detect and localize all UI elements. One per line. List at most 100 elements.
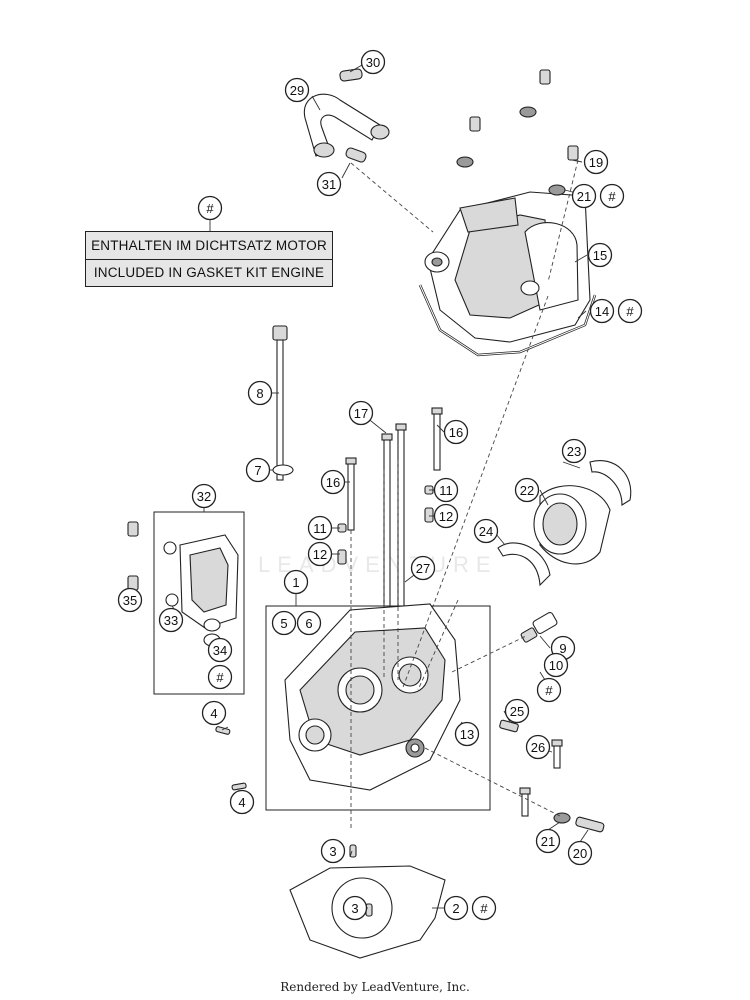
callout-label: 2 <box>452 901 459 916</box>
callout-c16a: 16 <box>320 469 346 495</box>
callout-c1: 1 <box>283 569 309 595</box>
callout-c11b: 11 <box>433 477 459 503</box>
callout-label: 1 <box>292 575 299 590</box>
callout-label: 5 <box>280 616 287 631</box>
callout-label: 31 <box>322 177 336 192</box>
intake-manifold <box>497 460 632 587</box>
callout-label: 6 <box>305 616 312 631</box>
callout-label: 4 <box>238 795 245 810</box>
callout-c26: 26 <box>525 734 551 760</box>
callout-c12b: 12 <box>433 503 459 529</box>
callout-label: 11 <box>439 483 453 498</box>
callout-c11a: 11 <box>307 515 333 541</box>
callout-label: 16 <box>326 475 340 490</box>
callout-hash-c2h: # <box>471 895 497 921</box>
callout-label: 12 <box>439 509 453 524</box>
gasket-kit-note: ENTHALTEN IM DICHTSATZ MOTOR INCLUDED IN… <box>85 231 333 287</box>
callout-c3b: 3 <box>342 895 368 921</box>
callout-c34: 34 <box>207 637 233 663</box>
callout-label: # <box>608 189 616 204</box>
callout-hash-c21ah: # <box>599 183 625 209</box>
callout-hash-c14h: # <box>617 298 643 324</box>
callout-c8: 8 <box>247 380 273 406</box>
callout-hash-cnote: # <box>197 195 223 221</box>
callout-c33: 33 <box>158 607 184 633</box>
callout-label: 10 <box>549 658 563 673</box>
cover-bolts <box>456 69 579 196</box>
callout-label: 25 <box>510 704 524 719</box>
footer-credit: Rendered by LeadVenture, Inc. <box>280 980 470 994</box>
callout-label: 33 <box>164 613 178 628</box>
breather-hose <box>303 68 390 163</box>
callout-label: 34 <box>213 643 227 658</box>
callout-c3a: 3 <box>320 838 346 864</box>
callout-label: 15 <box>593 248 607 263</box>
callout-c24: 24 <box>473 518 499 544</box>
callout-label: 29 <box>290 83 304 98</box>
subassembly-box-1 <box>265 605 491 811</box>
callout-label: 3 <box>351 901 358 916</box>
callout-label: 9 <box>559 641 566 656</box>
callout-label: 8 <box>256 386 263 401</box>
callout-label: 20 <box>573 846 587 861</box>
callout-c22: 22 <box>514 477 540 503</box>
callout-label: 21 <box>541 834 555 849</box>
callout-label: 32 <box>197 489 211 504</box>
callout-c19: 19 <box>583 149 609 175</box>
callout-c21a: 21 <box>571 183 597 209</box>
pump-housing <box>163 534 239 647</box>
callout-c30: 30 <box>360 49 386 75</box>
callout-c16b: 16 <box>443 419 469 445</box>
callout-c20: 20 <box>567 840 593 866</box>
callout-c5: 5 <box>271 610 297 636</box>
callout-label: 7 <box>254 463 261 478</box>
callout-label: 14 <box>595 304 609 319</box>
callout-label: 26 <box>531 740 545 755</box>
callout-label: # <box>206 201 214 216</box>
callout-c35: 35 <box>117 587 143 613</box>
callout-label: # <box>480 901 488 916</box>
callout-label: 3 <box>329 844 336 859</box>
gasket-note-english: INCLUDED IN GASKET KIT ENGINE <box>86 258 332 287</box>
callout-hash-c10h: # <box>536 677 562 703</box>
long-stud <box>272 325 294 481</box>
callout-c29: 29 <box>284 77 310 103</box>
callout-label: 21 <box>577 189 591 204</box>
cylinder-head-cover <box>424 191 591 343</box>
callout-label: 30 <box>366 55 380 70</box>
head-gasket <box>289 865 446 959</box>
callout-c13: 13 <box>454 721 480 747</box>
callout-c25: 25 <box>504 698 530 724</box>
callout-label: 13 <box>460 727 474 742</box>
callout-label: 4 <box>210 706 217 721</box>
callout-label: 16 <box>449 425 463 440</box>
callout-label: # <box>545 683 553 698</box>
callout-c21b: 21 <box>535 828 561 854</box>
callout-c12a: 12 <box>307 541 333 567</box>
head-bolts <box>345 407 443 617</box>
callout-label: 35 <box>123 593 137 608</box>
temperature-sensor <box>520 611 558 643</box>
callout-c14: 14 <box>589 298 615 324</box>
callout-c2: 2 <box>443 895 469 921</box>
callout-label: 12 <box>313 547 327 562</box>
callout-c17: 17 <box>348 400 374 426</box>
callout-label: 27 <box>416 561 430 576</box>
callout-c6: 6 <box>296 610 322 636</box>
callout-c10: 10 <box>543 652 569 678</box>
callout-hash-c34h: # <box>207 664 233 690</box>
callout-c27: 27 <box>410 555 436 581</box>
callout-c32: 32 <box>191 483 217 509</box>
callout-c7: 7 <box>245 457 271 483</box>
callout-c15: 15 <box>587 242 613 268</box>
callout-label: 17 <box>354 406 368 421</box>
callout-label: 24 <box>479 524 493 539</box>
gasket-note-german: ENTHALTEN IM DICHTSATZ MOTOR <box>91 237 327 253</box>
callout-c23: 23 <box>561 438 587 464</box>
callout-label: 22 <box>520 483 534 498</box>
callout-label: 19 <box>589 155 603 170</box>
callout-label: 23 <box>567 444 581 459</box>
